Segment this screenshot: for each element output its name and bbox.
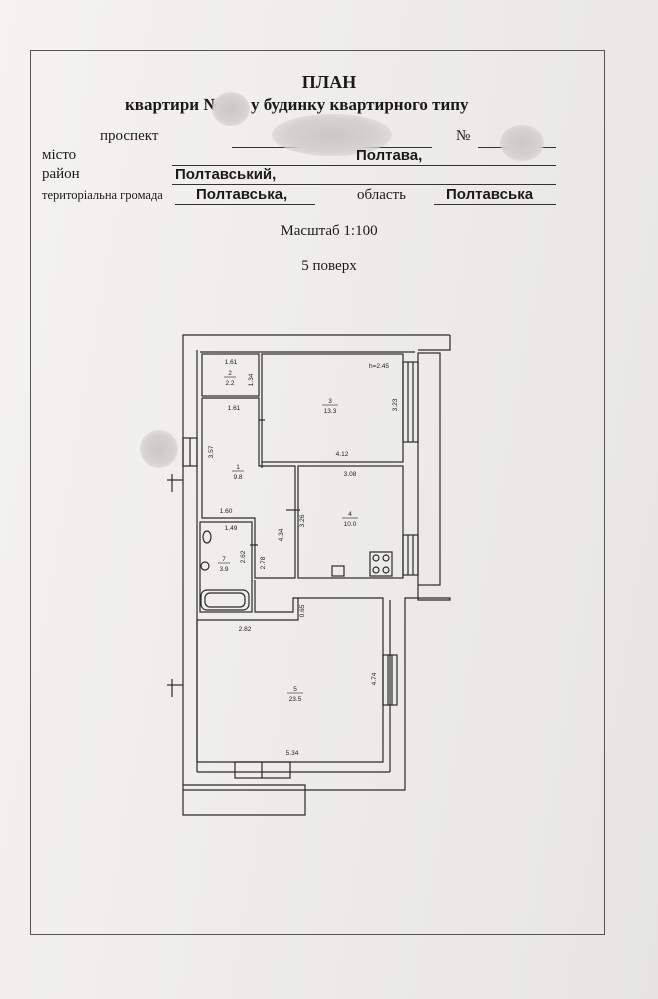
dim-label: 1.60 xyxy=(220,508,233,515)
dim-label: 3.57 xyxy=(208,445,215,458)
room-4-number: 4 xyxy=(348,511,352,518)
room-3-number: 3 xyxy=(328,398,332,405)
balcony-right xyxy=(417,352,441,586)
room-5-area: 23.5 xyxy=(289,696,302,703)
outer-wall xyxy=(182,334,450,816)
community-value: Полтавська, xyxy=(196,186,288,203)
room-7-number: 7 xyxy=(222,556,226,563)
ceiling-height: h=2.45 xyxy=(369,363,389,370)
floor-label: 5 поверх xyxy=(301,258,357,274)
dim-label: 2.78 xyxy=(260,556,267,569)
redaction-blur xyxy=(212,92,250,126)
subtitle-suffix: у будинку квартирного типу xyxy=(250,95,469,114)
room-2 xyxy=(201,353,260,397)
community-label: територіальна громада xyxy=(42,188,163,202)
city-label: місто xyxy=(42,147,77,163)
community-underline xyxy=(175,204,315,205)
redaction-blur xyxy=(272,114,392,156)
room-4 xyxy=(297,465,404,579)
district-underline xyxy=(172,184,556,185)
room-5 xyxy=(196,597,384,763)
room-7 xyxy=(199,521,253,613)
room-2-number: 2 xyxy=(228,370,232,377)
scale-label: Масштаб 1:100 xyxy=(280,223,378,239)
dim-label: 4.74 xyxy=(371,672,378,685)
dim-label: 4.34 xyxy=(278,528,285,541)
dim-label: 2.62 xyxy=(240,550,247,563)
page-subtitle: квартири № у будинку квартирного типу xyxy=(125,95,469,115)
page-frame xyxy=(30,50,605,935)
number-label: № xyxy=(456,128,471,144)
region-value: Полтавська xyxy=(446,186,534,203)
dim-label: 1.34 xyxy=(248,373,255,386)
dim-label: 1.61 xyxy=(228,405,241,412)
dim-label: 3.08 xyxy=(344,471,357,478)
dim-label: 1.49 xyxy=(225,525,238,532)
page-title: ПЛАН xyxy=(301,72,357,92)
subtitle-prefix: квартири № xyxy=(125,95,221,114)
region-underline xyxy=(434,204,556,205)
dim-label: 4.12 xyxy=(336,451,349,458)
room-4-area: 10.0 xyxy=(344,521,357,528)
region-label: область xyxy=(357,187,406,203)
redaction-blur xyxy=(140,430,178,468)
room-1 xyxy=(201,397,296,579)
dim-label: 3.26 xyxy=(299,514,306,527)
dim-label: 3.23 xyxy=(392,398,399,411)
room-7-area: 3.9 xyxy=(219,566,228,573)
district-label: район xyxy=(42,166,80,182)
district-value: Полтавський, xyxy=(175,166,277,183)
room-2-area: 2.2 xyxy=(225,380,234,387)
street-label: проспект xyxy=(100,128,159,144)
redaction-blur xyxy=(500,125,544,161)
city-value: Полтава, xyxy=(356,147,423,164)
city-underline xyxy=(172,165,556,166)
dim-label: 2.82 xyxy=(239,626,252,633)
room-5-number: 5 xyxy=(293,686,297,693)
room-3-area: 13.3 xyxy=(324,408,337,415)
room-1-number: 1 xyxy=(236,464,240,471)
dim-label: 5.34 xyxy=(286,750,299,757)
room-1-area: 9.8 xyxy=(233,474,242,481)
dim-label: 0.65 xyxy=(299,604,306,617)
dim-label: 1.61 xyxy=(225,359,238,366)
